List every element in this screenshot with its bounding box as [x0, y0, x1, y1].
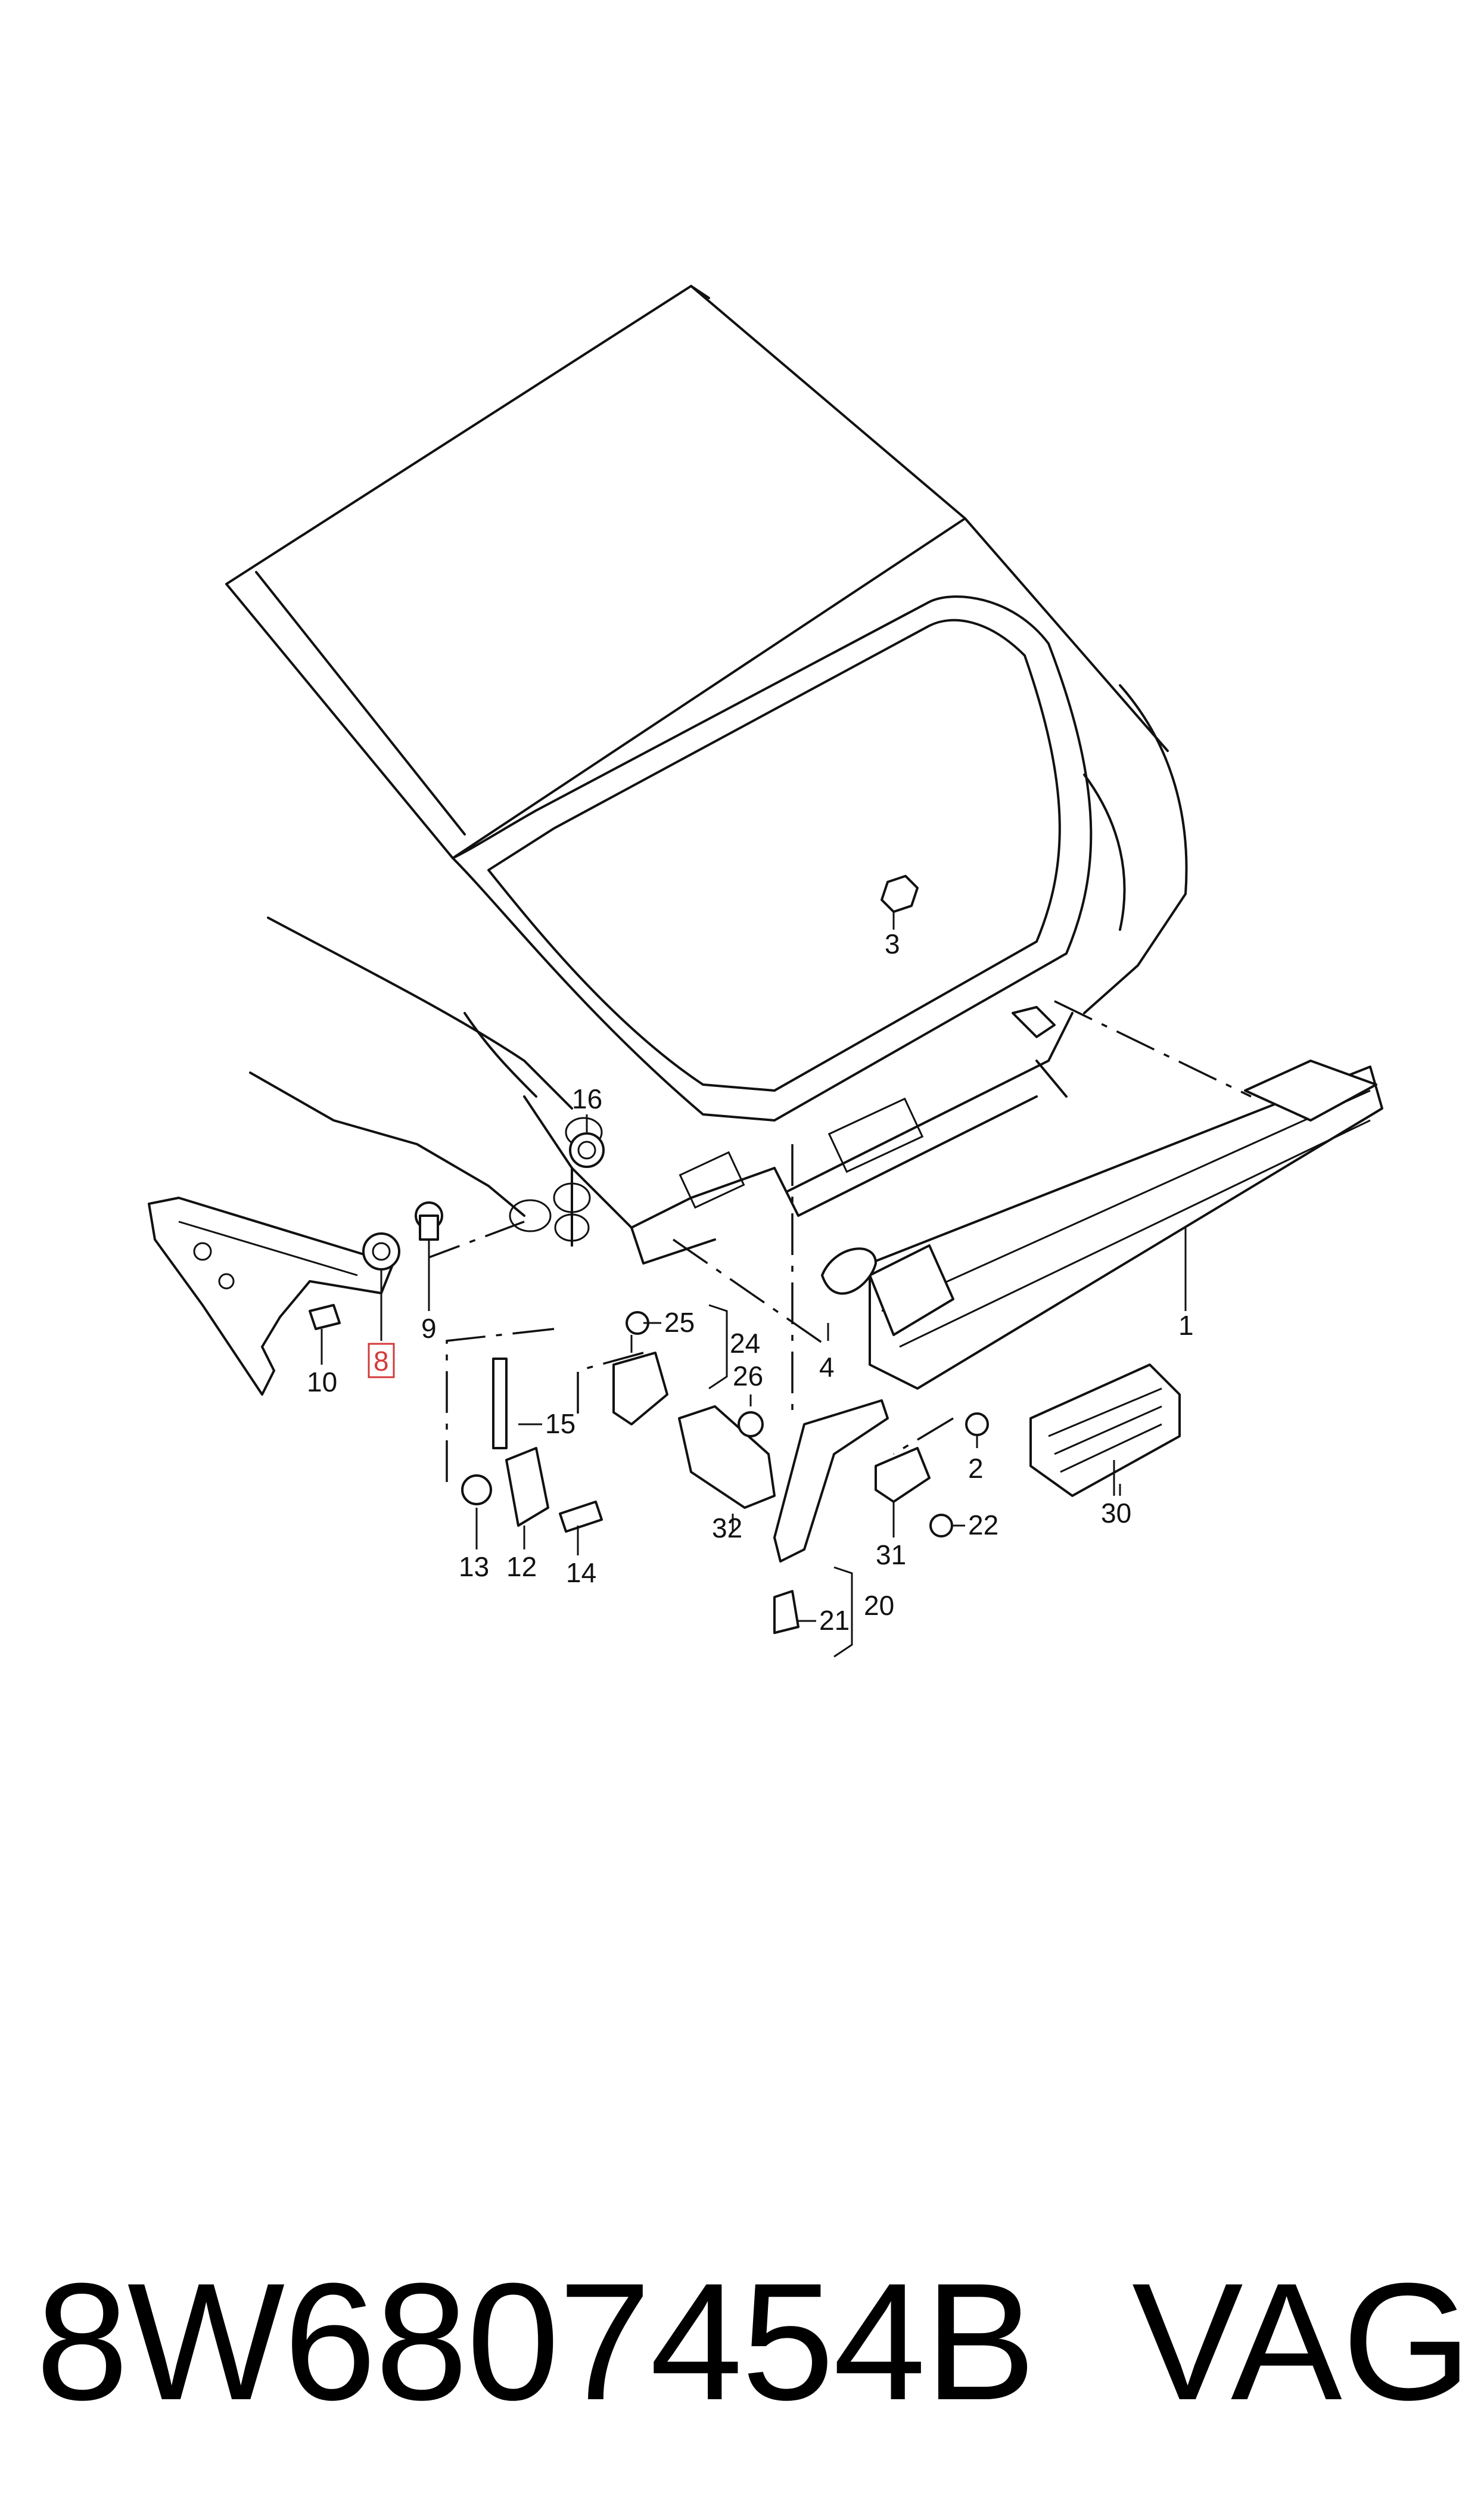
nut-22 — [929, 1514, 953, 1538]
callout-9: 9 — [421, 1313, 437, 1344]
callout-20: 20 — [864, 1590, 894, 1621]
bracket-31 — [875, 1447, 931, 1503]
bumper-bracket-30 — [1029, 1363, 1181, 1497]
callout-22: 22 — [968, 1509, 998, 1540]
callout-26: 26 — [733, 1361, 763, 1391]
callout-14: 14 — [566, 1557, 596, 1588]
callout-25: 25 — [664, 1307, 695, 1338]
part-number: 8W6807454B — [36, 2249, 1036, 2435]
callout-13: 13 — [459, 1551, 489, 1582]
callout-10: 10 — [307, 1366, 337, 1397]
side-guide-bracket — [148, 1197, 400, 1396]
callout-12: 12 — [506, 1551, 537, 1582]
bumper-reinforcement-bar — [869, 1060, 1383, 1390]
callout-32: 32 — [712, 1512, 742, 1543]
callout-30: 30 — [1101, 1498, 1131, 1529]
bolt-2 — [965, 1412, 989, 1436]
lower-bracket-20 — [773, 1399, 889, 1634]
callout-3: 3 — [885, 928, 900, 959]
callout-1: 1 — [1178, 1310, 1194, 1341]
callout-2: 2 — [968, 1453, 984, 1484]
callout-leaders — [321, 912, 1187, 1658]
brand-label: VAG — [1132, 2249, 1472, 2435]
car-body-outline — [225, 285, 1188, 1265]
cover-4 — [821, 1247, 877, 1295]
callout-15: 15 — [545, 1408, 575, 1439]
highlight-box-8 — [368, 1343, 395, 1378]
stop-assembly — [461, 1358, 603, 1533]
callout-21: 21 — [819, 1605, 850, 1636]
callout-31: 31 — [876, 1539, 906, 1570]
callout-16: 16 — [572, 1083, 602, 1114]
grommet-16 — [569, 1132, 605, 1168]
nut-3 — [881, 875, 919, 913]
clip-9 — [415, 1201, 443, 1241]
callout-8: 8 — [374, 1346, 389, 1377]
callout-4: 4 — [819, 1352, 835, 1383]
callout-24: 24 — [730, 1328, 760, 1359]
hinge-bracket — [612, 1311, 776, 1509]
assembly-leader-lines — [428, 1000, 1252, 1484]
callout-labels: 1 2 3 4 8 9 10 12 13 14 15 16 20 21 22 2… — [307, 928, 1194, 1636]
